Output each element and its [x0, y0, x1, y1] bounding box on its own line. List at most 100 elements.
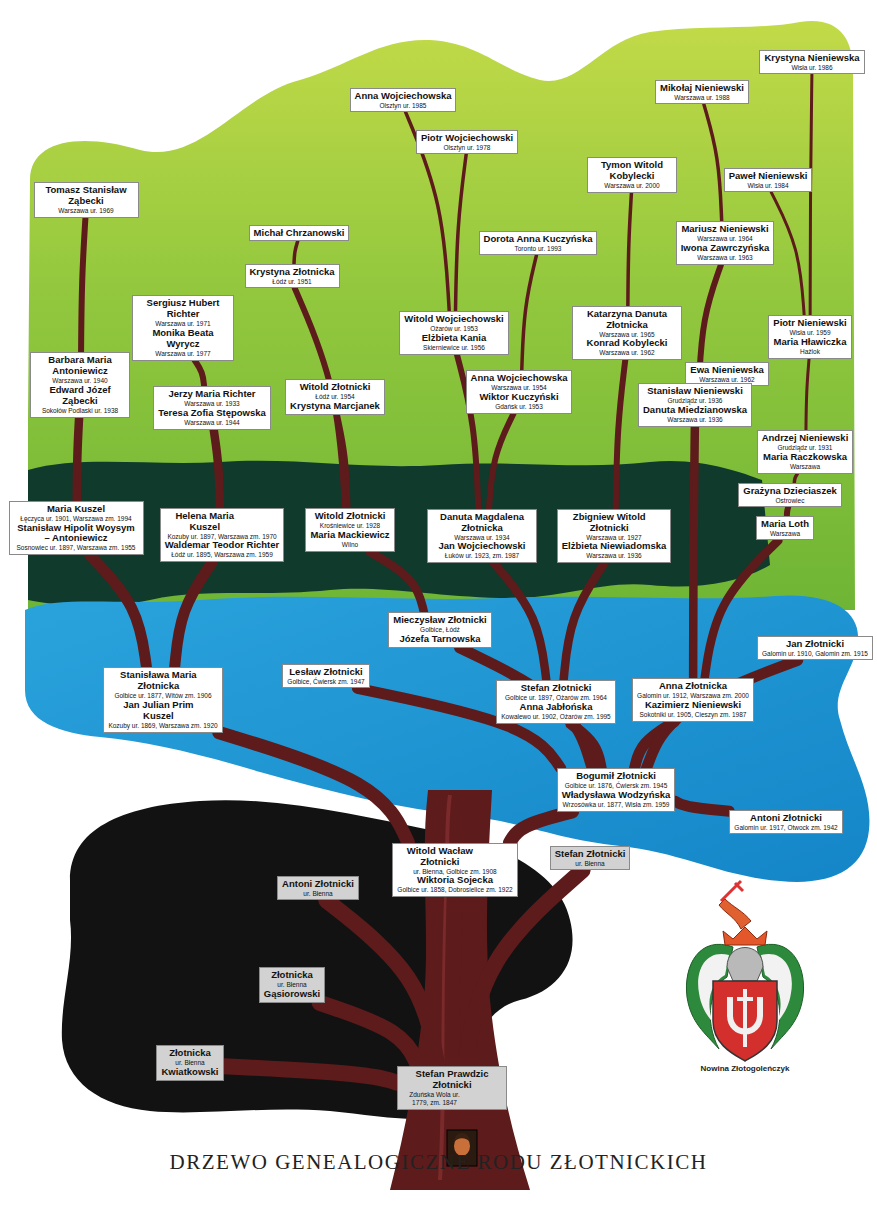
person-details: ur. Błenna	[264, 981, 321, 989]
branch-connector	[370, 552, 424, 612]
person-name: Grażyna Dzieciaszek	[743, 486, 836, 497]
person-details: Sokołów Podlaski ur. 1938	[35, 407, 125, 415]
person-name: Stanisława Maria Złotnicka	[108, 670, 208, 692]
branch-connector	[77, 418, 79, 501]
person-details: Ożarów ur. 1953	[404, 325, 504, 333]
person-name: Ewa Nieniewska	[690, 365, 763, 376]
person-details: Warszawa ur. 1964	[681, 235, 770, 243]
person-details: Warszawa ur. 1944	[158, 419, 266, 427]
person-name: Maria Mackiewicz	[310, 530, 389, 541]
person-details: Grudziądz ur. 1936	[643, 397, 747, 405]
person-box: Mieczysław ZłotnickiGolbice, ŁódźJózefa …	[388, 612, 491, 648]
arms-caption: Nowina Złotogoleńczyk	[701, 1064, 790, 1073]
person-name: Krystyna Nieniewska	[764, 53, 859, 64]
person-details: Golbice ur. 1876, Ćwiersk zm. 1945	[562, 782, 671, 790]
person-name: Wiktor Kuczyński	[471, 392, 568, 403]
person-details: Łódź ur. 1895, Warszawa zm. 1959	[165, 551, 280, 559]
person-details: Kowalewo ur. 1902, Ożarów zm. 1995	[501, 713, 610, 721]
person-details: Golbice, Łódź	[393, 626, 486, 634]
person-details: Wrzosówka ur. 1877, Wisła zm. 1959	[562, 801, 671, 809]
person-box: Stefan ZłotnickiGolbice ur. 1897, Ożarów…	[496, 680, 615, 723]
person-details: Warszawa ur. 1965	[577, 331, 677, 339]
person-details: Sokotniki ur. 1905, Cieszyn zm. 1987	[637, 711, 749, 719]
person-box: Zbigniew Witold ZłotnickiWarszawa ur. 19…	[557, 509, 672, 563]
person-name: Elżbieta Niewiadomska	[562, 541, 667, 552]
person-name: Kazimierz Nieniewski	[637, 700, 749, 711]
person-box: Witold WojciechowskiOżarów ur. 1953Elżbi…	[399, 311, 509, 354]
person-details: Warszawa ur. 2000	[592, 182, 672, 190]
person-details: Gdańsk ur. 1953	[471, 403, 568, 411]
person-name: Stefan Złotnicki	[501, 683, 610, 694]
person-name: Andrzej Nieniewski	[762, 433, 849, 444]
person-details: Galomin ur. 1917, Otwock zm. 1942	[734, 824, 837, 832]
person-box: Witold ZłotnickiKrośniewice ur. 1928Mari…	[305, 508, 394, 551]
branch-connector	[224, 1066, 397, 1083]
person-name: Bogumił Złotnicki	[562, 771, 671, 782]
person-name: Mikołaj Nieniewski	[660, 83, 744, 94]
person-box: Anna WojciechowskaWarszawa ur. 1954Wikto…	[466, 370, 573, 413]
branch-connector	[465, 870, 583, 1066]
person-name: Stefan Złotnicki	[555, 849, 626, 860]
shield	[713, 981, 777, 1061]
branch-connector	[326, 900, 437, 1066]
person-box: Jan ZłotnickiGalomin ur. 1910, Galomin z…	[757, 636, 873, 661]
person-name: Mariusz Nieniewski	[681, 224, 770, 235]
person-details: ur. Błenna	[282, 890, 354, 898]
person-details: Galomin ur. 1910, Galomin zm. 1915	[762, 650, 868, 658]
person-box: Maria LothWarszawa	[756, 516, 814, 541]
person-name: Jan Julian Prim Kuszel	[108, 700, 208, 722]
person-details: Sosnowiec ur. 1897, Warszawa zm. 1955	[14, 544, 139, 552]
person-details: Warszawa ur. 1962	[690, 376, 763, 384]
person-name: Mieczysław Złotnicki	[393, 615, 486, 626]
person-box: Stanisław NieniewskiGrudziądz ur. 1936Da…	[638, 383, 752, 426]
person-box: Sergiusz Hubert RichterWarszawa ur. 1971…	[132, 295, 234, 360]
person-name: Barbara Maria Antoniewicz	[35, 355, 125, 377]
person-details: Łuków ur. 1923, zm. 1987	[432, 552, 532, 560]
person-details: Olsztyn ur. 1978	[421, 144, 513, 152]
person-details: Warszawa ur. 1933	[158, 400, 266, 408]
person-details: Łódź ur. 1951	[250, 278, 335, 286]
person-box: Katarzyna Danuta ZłotnickaWarszawa ur. 1…	[572, 306, 682, 360]
person-box: Piotr WojciechowskiOlsztyn ur. 1978	[416, 130, 518, 155]
person-box: Michał Chrzanowski	[249, 225, 350, 242]
person-details: Ostrowiec	[743, 497, 836, 505]
person-details: Łęczyca ur. 1901, Warszawa zm. 1994	[14, 515, 139, 523]
branch-connector	[675, 801, 729, 811]
branch-connector	[564, 563, 605, 680]
person-details: Toronto ur. 1993	[484, 245, 593, 253]
branch-connector	[494, 563, 546, 680]
crest-arm	[719, 899, 751, 929]
person-name: Witold Wojciechowski	[404, 314, 504, 325]
person-details: Warszawa ur. 1936	[643, 416, 747, 424]
person-name: Iwona Zawrczyńska	[681, 243, 770, 254]
person-box: Złotnickaur. BłennaKwiatkowski	[156, 1045, 223, 1081]
person-details: Golbice ur. 1877, Witów zm. 1906	[108, 692, 217, 700]
person-name: Krystyna Złotnicka	[250, 267, 335, 278]
person-details: Grudziądz ur. 1931	[762, 444, 849, 452]
person-box: Złotnickaur. BłennaGąsiorowski	[259, 967, 326, 1003]
person-box: Grażyna DzieciaszekOstrowiec	[738, 483, 841, 508]
person-name: Danuta Miedzianowska	[643, 405, 747, 416]
person-box: Piotr NieniewskiWisła ur. 1959Maria Hław…	[768, 315, 851, 358]
branch-connector	[489, 414, 513, 509]
person-name: Stanisław Hipolit Woysym – Antoniewicz	[14, 523, 139, 545]
person-box: Andrzej NieniewskiGrudziądz ur. 1931Mari…	[757, 430, 854, 473]
sword	[737, 989, 753, 1047]
person-details: Olsztyn ur. 1985	[355, 102, 452, 110]
person-details: Krośniewice ur. 1928	[310, 522, 389, 530]
person-name: Anna Wojciechowska	[355, 91, 452, 102]
person-box: Witold ZłotnickiŁódź ur. 1954Krystyna Ma…	[285, 379, 385, 415]
person-name: Michał Chrzanowski	[254, 228, 345, 239]
branch-connector	[806, 359, 809, 431]
person-name: Maria Hławiczka	[773, 337, 846, 348]
person-name: Witold Wacław Złotnicki	[397, 846, 482, 868]
person-box: Helena Maria KuszelKozuby ur. 1897, Wars…	[160, 508, 285, 562]
person-details: Wilno	[310, 541, 389, 549]
branch-connector	[510, 812, 573, 843]
branch-connector	[219, 733, 408, 843]
person-details: Warszawa ur. 1940	[35, 377, 125, 385]
crest-sword	[721, 881, 743, 901]
person-name: Maria Raczkowska	[762, 452, 849, 463]
person-box: Jerzy Maria RichterWarszawa ur. 1933Tere…	[153, 386, 271, 429]
